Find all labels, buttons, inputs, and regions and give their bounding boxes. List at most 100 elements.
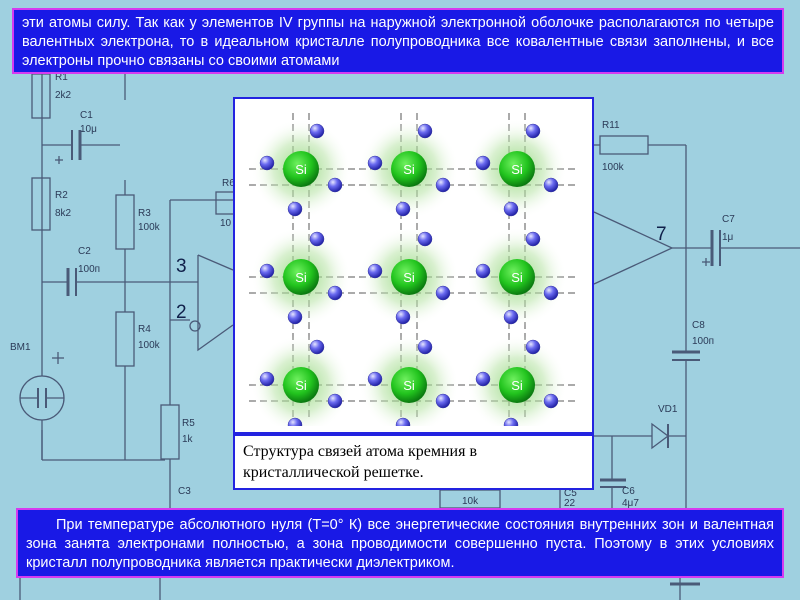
- electron: [259, 263, 275, 279]
- electron: [435, 285, 451, 301]
- silicon-atom: [391, 367, 427, 403]
- label-pin-3: 3: [176, 256, 187, 277]
- electron: [327, 393, 343, 409]
- label-r5: R5: [182, 418, 195, 429]
- atom-label: Si: [403, 162, 415, 177]
- electron: [503, 417, 519, 426]
- electron: [503, 201, 519, 217]
- silicon-atom: [499, 151, 535, 187]
- circuit-labels: R1 2k2 C1 10μ R2 8k2 R3 100k C2 100п R4 …: [10, 72, 735, 509]
- diagram-caption: Структура связей атома кремния в кристал…: [233, 434, 594, 490]
- conclusion-text: При температуре абсолютного нуля (Т=0° К…: [26, 517, 774, 571]
- electron: [543, 177, 559, 193]
- electron: [287, 309, 303, 325]
- label-resistor-10k: 10k: [462, 496, 479, 507]
- electron: [543, 393, 559, 409]
- label-r3: R3: [138, 208, 151, 219]
- electron: [395, 201, 411, 217]
- electron: [259, 371, 275, 387]
- label-r5-value: 1k: [182, 434, 194, 445]
- silicon-atom: [499, 259, 535, 295]
- label-r11-value: 100k: [602, 162, 625, 173]
- label-c7-value: 1μ: [722, 232, 734, 243]
- label-c1: C1: [80, 110, 93, 121]
- silicon-atom: [391, 151, 427, 187]
- label-bm1: BM1: [10, 342, 31, 353]
- label-c8-value: 100п: [692, 336, 714, 347]
- label-c1-value: 10μ: [80, 124, 97, 135]
- label-r2: R2: [55, 190, 68, 201]
- label-c3: C3: [178, 486, 191, 497]
- label-c7: C7: [722, 214, 735, 225]
- label-vd1: VD1: [658, 404, 678, 415]
- atom-label: Si: [295, 270, 307, 285]
- label-c8: C8: [692, 320, 705, 331]
- conclusion-text-box: При температуре абсолютного нуля (Т=0° К…: [16, 508, 784, 578]
- electron: [367, 155, 383, 171]
- electron: [475, 371, 491, 387]
- label-c5-value: 22: [564, 498, 576, 509]
- electron: [435, 393, 451, 409]
- electron: [395, 417, 411, 426]
- electron: [287, 201, 303, 217]
- silicon-atom: [283, 259, 319, 295]
- label-r3-value: 100k: [138, 222, 161, 233]
- electron: [309, 339, 325, 355]
- label-c5: C5: [564, 488, 577, 499]
- label-c2-value: 100п: [78, 264, 100, 275]
- electron: [309, 123, 325, 139]
- electron: [475, 263, 491, 279]
- atom-label: Si: [295, 378, 307, 393]
- electron: [395, 309, 411, 325]
- atom-label: Si: [511, 378, 523, 393]
- intro-text: эти атомы силу. Так как у элементов IV г…: [22, 15, 774, 69]
- silicon-atom: [499, 367, 535, 403]
- label-c6-value: 4μ7: [622, 498, 639, 509]
- intro-text-box: эти атомы силу. Так как у элементов IV г…: [12, 8, 784, 74]
- circuit-wires: [19, 73, 800, 600]
- electron: [327, 177, 343, 193]
- label-c6: C6: [622, 486, 635, 497]
- electron: [367, 263, 383, 279]
- label-r6-value: 10: [220, 218, 232, 229]
- electron: [435, 177, 451, 193]
- atom-label: Si: [295, 162, 307, 177]
- atom-label: Si: [511, 162, 523, 177]
- electron: [417, 339, 433, 355]
- electron: [525, 231, 541, 247]
- atom-label: Si: [403, 270, 415, 285]
- silicon-atom: [283, 151, 319, 187]
- electron: [417, 123, 433, 139]
- electron: [327, 285, 343, 301]
- electron: [475, 155, 491, 171]
- atom-label: Si: [511, 270, 523, 285]
- label-r2-value: 8k2: [55, 208, 72, 219]
- label-r11: R11: [602, 120, 620, 131]
- caption-text: Структура связей атома кремния в кристал…: [243, 443, 477, 481]
- label-pin-2: 2: [176, 302, 187, 323]
- label-pin-7: 7: [656, 224, 667, 245]
- silicon-atom: [283, 367, 319, 403]
- electron: [259, 155, 275, 171]
- label-c2: C2: [78, 246, 91, 257]
- valence-electrons: [259, 123, 559, 426]
- electron: [525, 123, 541, 139]
- label-r6: R6: [222, 178, 235, 189]
- label-r1-value: 2k2: [55, 90, 72, 101]
- electron: [287, 417, 303, 426]
- electron: [309, 231, 325, 247]
- electron: [417, 231, 433, 247]
- silicon-atom: [391, 259, 427, 295]
- label-r1: R1: [55, 72, 68, 83]
- electron: [503, 309, 519, 325]
- electron: [367, 371, 383, 387]
- atom-label: Si: [403, 378, 415, 393]
- label-r4-value: 100k: [138, 340, 161, 351]
- electron: [543, 285, 559, 301]
- electron: [525, 339, 541, 355]
- label-r4: R4: [138, 324, 151, 335]
